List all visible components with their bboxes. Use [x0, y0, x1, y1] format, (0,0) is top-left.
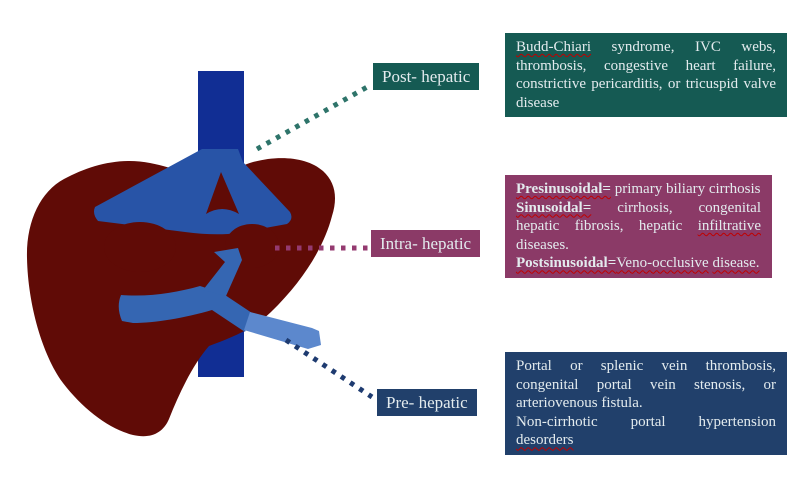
infobox-paragraph: Budd-Chiari syndrome, IVC webs, thrombos…	[516, 38, 776, 112]
portal-vein	[118, 286, 253, 332]
text-run: Veno-occlusive	[616, 255, 709, 272]
text-run: disease.	[712, 255, 760, 272]
text-run: Presinusoidal=	[516, 181, 611, 197]
infobox-intra-hepatic: Presinusoidal= primary biliary cirrhosis…	[505, 175, 772, 278]
text-run: infiltrative	[697, 218, 761, 235]
text-run: diseases.	[516, 236, 569, 253]
infobox-pre-hepatic: Portal or splenic vein thrombosis, conge…	[505, 352, 787, 455]
infobox-paragraph: Non-cirrhotic portal hypertension desord…	[516, 413, 776, 450]
portal-vein-extrahepatic	[244, 312, 321, 349]
infobox-paragraph: Sinusoidal= cirrhosis, congenital hepati…	[516, 199, 761, 255]
label-post-hepatic-text: Post- hepatic	[382, 67, 471, 86]
infobox-paragraph: Portal or splenic vein thrombosis, conge…	[516, 357, 776, 413]
hepatic-vein-notch	[206, 172, 239, 214]
text-run: syndrome, IVC webs, thrombosis, congesti…	[516, 39, 776, 111]
text-run: cirrhosis, congenital hepatic fibrosis, …	[516, 199, 761, 235]
text-run: desorders	[516, 432, 574, 449]
label-post-hepatic: Post- hepatic	[373, 63, 480, 91]
label-intra-hepatic-text: Intra- hepatic	[380, 234, 472, 253]
portal-vein-branch	[203, 248, 242, 296]
text-run: Portal or splenic vein thrombosis, conge…	[516, 358, 776, 412]
label-pre-hepatic: Pre- hepatic	[377, 389, 477, 417]
text-run: Postsinusoidal=	[516, 255, 617, 272]
connector-post-hepatic	[255, 83, 371, 152]
infobox-post-hepatic: Budd-Chiari syndrome, IVC webs, thrombos…	[505, 33, 787, 118]
text-run: Non-cirrhotic portal hypertension	[516, 413, 776, 430]
label-intra-hepatic: Intra- hepatic	[371, 230, 481, 258]
text-run: primary biliary cirrhosis	[610, 181, 761, 197]
label-pre-hepatic-text: Pre- hepatic	[386, 393, 468, 412]
hepatic-vein-scallop-left	[104, 222, 176, 272]
connector-pre-hepatic	[284, 337, 374, 400]
text-run: Sinusoidal=	[516, 199, 592, 216]
text-run: Budd-Chiari	[516, 39, 591, 55]
infobox-paragraph: Presinusoidal= primary biliary cirrhosis	[516, 180, 761, 199]
infobox-paragraph: Postsinusoidal=Veno-occlusive disease.	[516, 254, 761, 273]
hepatic-veins	[94, 149, 292, 235]
